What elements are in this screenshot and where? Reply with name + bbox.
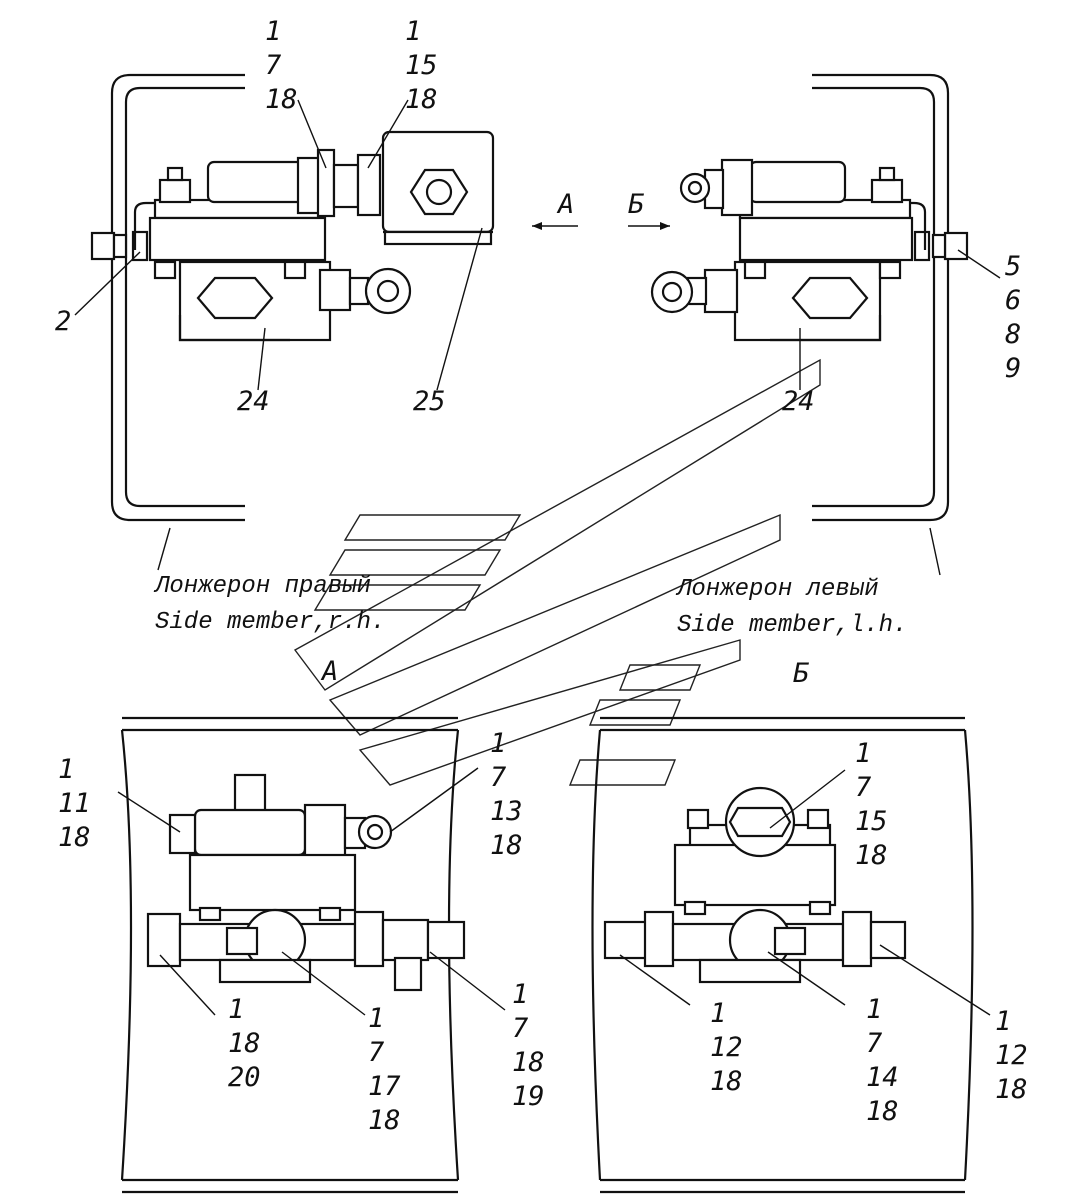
arrow-label-a: А bbox=[556, 189, 574, 220]
callout-right-side-2: 8 bbox=[1005, 319, 1021, 350]
callout-top-left-2-2: 18 bbox=[405, 84, 438, 115]
callout-a-bottom-3-1: 7 bbox=[512, 1013, 528, 1044]
caption-left-en: Side member,l.h. bbox=[677, 612, 907, 639]
callout-a-bottom-2-0: 1 bbox=[368, 1003, 384, 1034]
view-a-assembly bbox=[146, 773, 466, 992]
callout-b-bottom-3-0: 1 bbox=[995, 1006, 1011, 1037]
view-b-assembly bbox=[603, 786, 907, 984]
callout-a-left-2: 18 bbox=[58, 822, 91, 853]
callout-a-top-right-0: 1 bbox=[490, 728, 506, 759]
callout-a-bottom-1-1: 18 bbox=[228, 1028, 261, 1059]
view-a-leaders bbox=[117, 767, 506, 1016]
caption-right-en: Side member,r.h. bbox=[155, 609, 385, 636]
callout-a-bottom-2-2: 17 bbox=[368, 1071, 401, 1102]
callout-top-left-2-0: 1 bbox=[405, 16, 421, 47]
top-right-assembly bbox=[650, 158, 969, 342]
callout-top-left-1-1: 7 bbox=[265, 50, 281, 81]
callout-label-24-left-0: 24 bbox=[237, 386, 270, 417]
view-b-frame bbox=[591, 716, 974, 1194]
side-member-right bbox=[110, 73, 245, 571]
callout-a-bottom-3-0: 1 bbox=[512, 979, 528, 1010]
view-a-frame bbox=[120, 716, 460, 1194]
callout-top-left-1-0: 1 bbox=[265, 16, 281, 47]
callout-b-bottom-3-2: 18 bbox=[995, 1074, 1028, 1105]
callout-b-top-2: 15 bbox=[855, 806, 888, 837]
view-arrows bbox=[532, 222, 670, 230]
callout-a-left-1: 11 bbox=[58, 788, 91, 819]
callout-a-bottom-2-1: 7 bbox=[368, 1037, 384, 1068]
callout-a-bottom-2-3: 18 bbox=[368, 1105, 401, 1136]
callout-label-2-0: 2 bbox=[55, 306, 71, 337]
callout-label-24-right-0: 24 bbox=[782, 386, 815, 417]
callout-b-bottom-2-2: 14 bbox=[866, 1062, 899, 1093]
callout-b-bottom-2-0: 1 bbox=[866, 994, 882, 1025]
view-b-leaders bbox=[619, 769, 991, 1016]
callout-right-side-0: 5 bbox=[1005, 251, 1021, 282]
watermark-logo bbox=[293, 358, 821, 786]
callout-right-side-3: 9 bbox=[1005, 353, 1021, 384]
callout-label-25-0: 25 bbox=[413, 386, 446, 417]
callout-a-top-right-2: 13 bbox=[490, 796, 523, 827]
callout-b-bottom-2-1: 7 bbox=[866, 1028, 882, 1059]
top-left-assembly bbox=[90, 130, 495, 342]
callout-b-bottom-3-1: 12 bbox=[995, 1040, 1028, 1071]
callout-top-left-1-2: 18 bbox=[265, 84, 298, 115]
callout-b-bottom-1-1: 12 bbox=[710, 1032, 743, 1063]
callout-a-bottom-3-3: 19 bbox=[512, 1081, 545, 1112]
arrow-label-b: Б bbox=[628, 189, 644, 220]
callout-b-bottom-1-2: 18 bbox=[710, 1066, 743, 1097]
view-title-b: Б bbox=[793, 658, 809, 689]
callout-b-top-3: 18 bbox=[855, 840, 888, 871]
callout-b-bottom-1-0: 1 bbox=[710, 998, 726, 1029]
caption-left-ru: Лонжерон левый bbox=[675, 576, 879, 603]
side-member-left bbox=[812, 73, 950, 576]
callout-a-bottom-1-0: 1 bbox=[228, 994, 244, 1025]
callout-right-side-1: 6 bbox=[1005, 285, 1021, 316]
callout-b-top-0: 1 bbox=[855, 738, 871, 769]
callout-a-bottom-1-2: 20 bbox=[228, 1062, 261, 1093]
top-leaders bbox=[74, 99, 1001, 391]
callout-a-left-0: 1 bbox=[58, 754, 74, 785]
callout-a-bottom-3-2: 18 bbox=[512, 1047, 545, 1078]
callout-b-bottom-2-3: 18 bbox=[866, 1096, 899, 1127]
callout-top-left-2-1: 15 bbox=[405, 50, 438, 81]
view-title-a: А bbox=[320, 656, 338, 687]
callout-a-top-right-1: 7 bbox=[490, 762, 506, 793]
callout-b-top-1: 7 bbox=[855, 772, 871, 803]
caption-right-ru: Лонжерон правый bbox=[153, 573, 371, 600]
callout-a-top-right-3: 18 bbox=[490, 830, 523, 861]
